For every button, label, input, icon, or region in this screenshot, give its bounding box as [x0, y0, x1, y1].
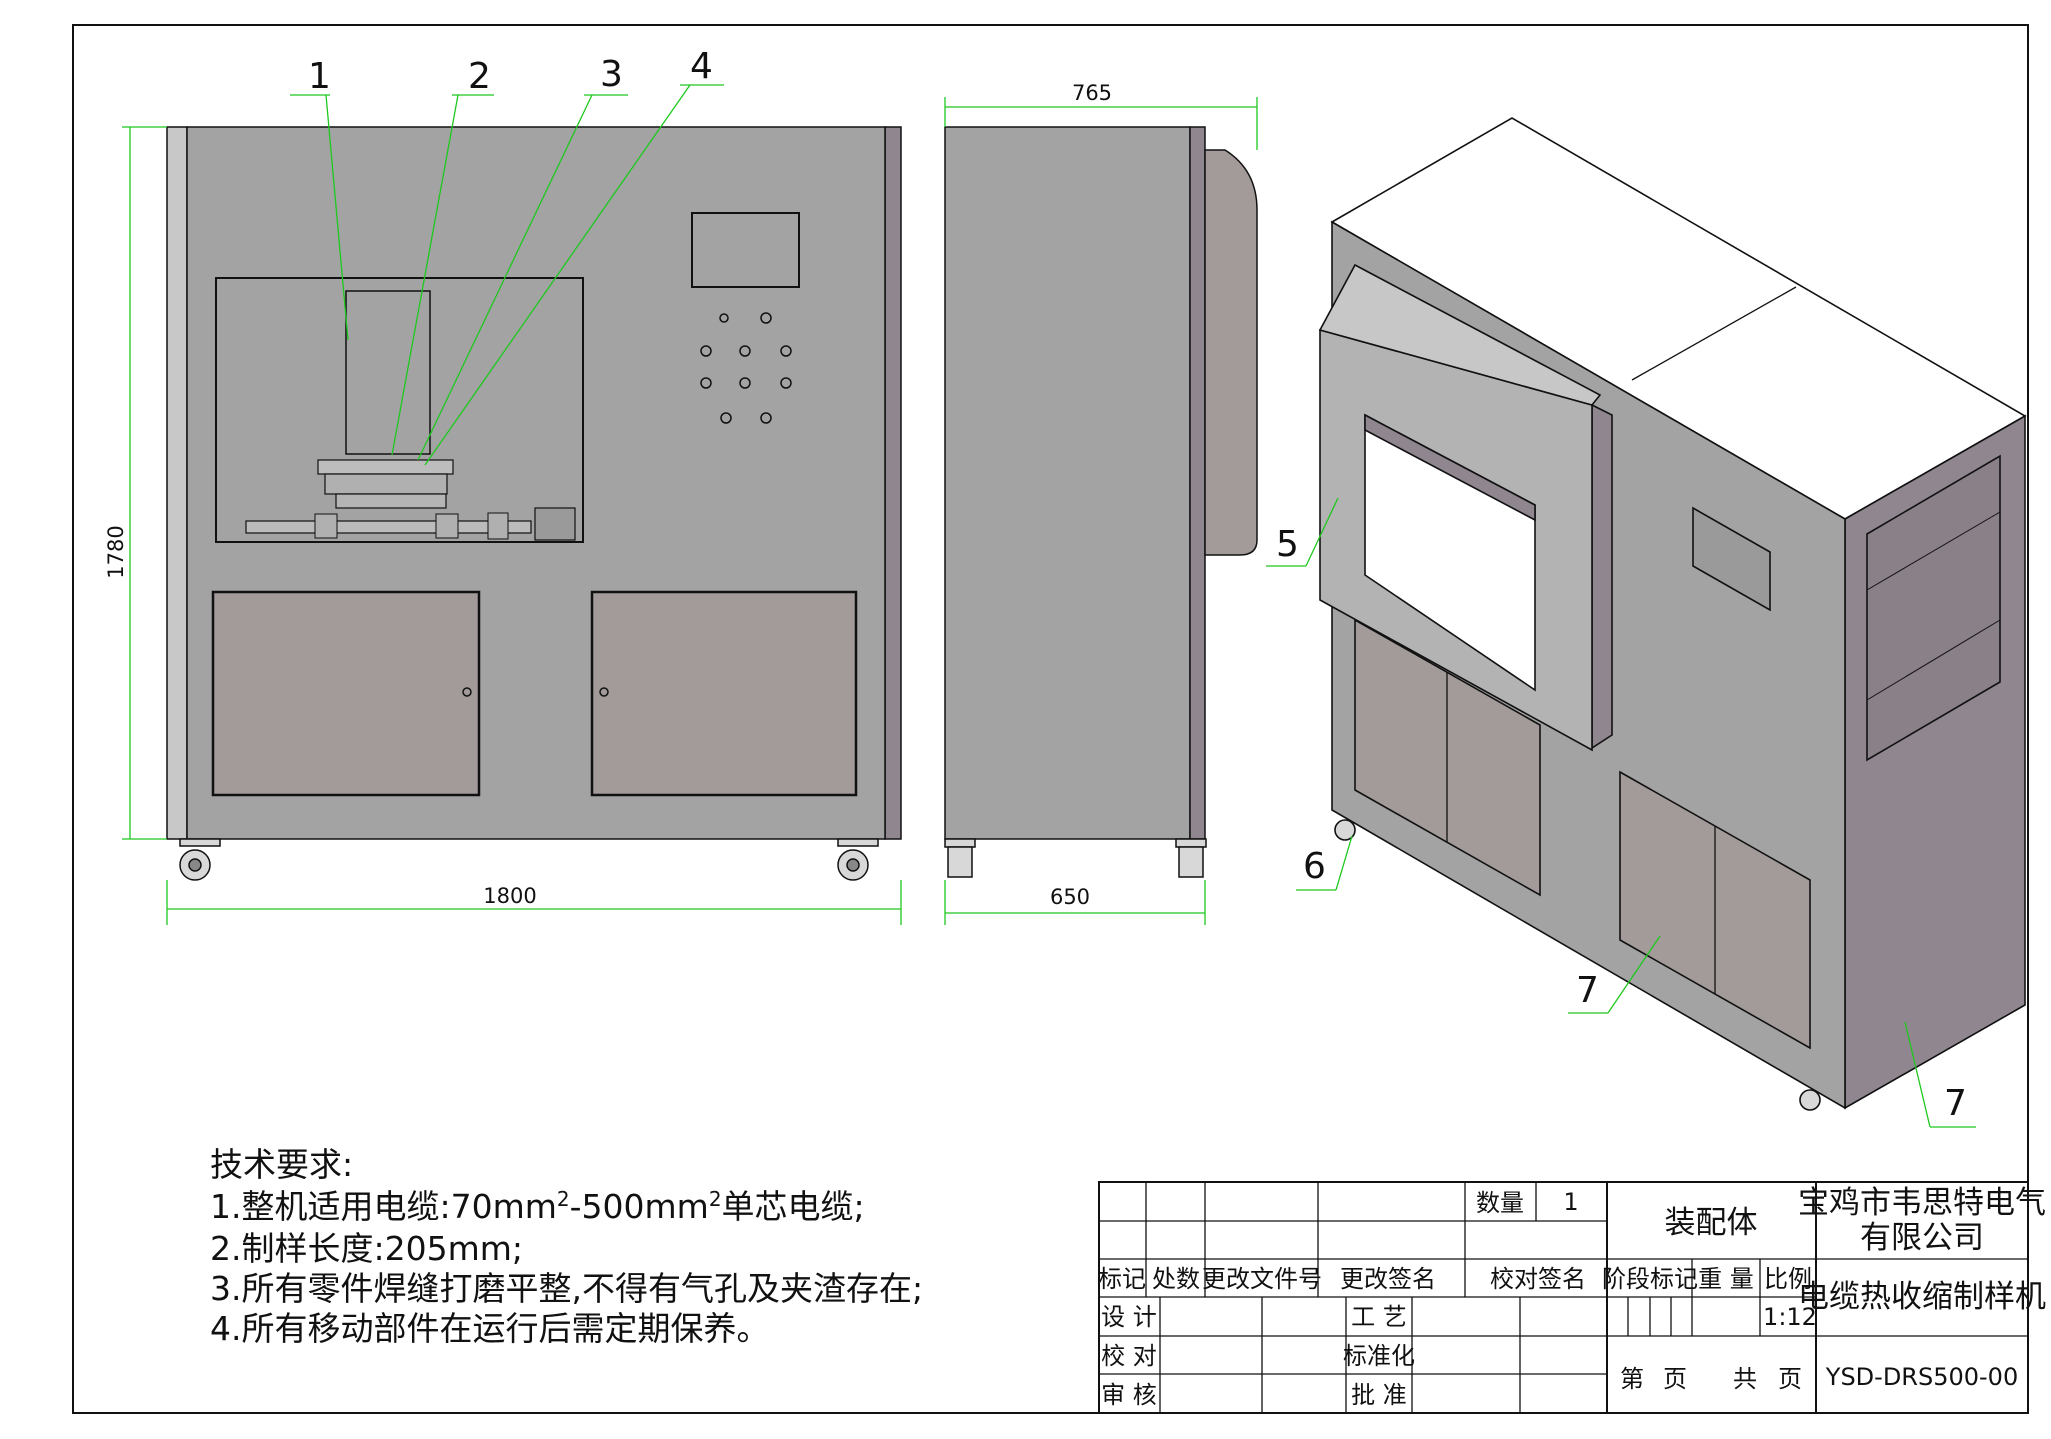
button: [719, 313, 729, 323]
tech-title: 技术要求:: [210, 1145, 353, 1184]
bearing-left: [314, 513, 338, 539]
tb-process: 工 艺: [1351, 1303, 1407, 1331]
dimension-depth-bottom-label: 650: [1050, 885, 1090, 909]
tech-item-1: 1.整机适用电缆:70mm2-500mm2单芯电缆;: [210, 1187, 865, 1226]
bracket-right: [487, 512, 509, 540]
tb-col-weight: 重 量: [1698, 1265, 1754, 1293]
callout-4: 4: [690, 46, 713, 87]
side-main-panel: [944, 126, 1191, 840]
door-knob: [462, 687, 472, 697]
side-view: 765 650: [944, 81, 1258, 925]
callout-3: 3: [600, 54, 623, 95]
iso-hood-top: [1318, 263, 1602, 406]
tb-company-line1: 宝鸡市韦思特电气: [1798, 1185, 2046, 1221]
caster-right: [837, 838, 879, 881]
tb-total-page: 页: [1778, 1365, 1802, 1393]
side-dimension-lines: [944, 97, 1258, 925]
side-caster-left: [944, 838, 976, 878]
callout-leaders-front: [290, 84, 724, 466]
clamp-base: [324, 473, 448, 495]
tech-item-3: 3.所有零件焊缝打磨平整,不得有气孔及夹渣存在;: [210, 1269, 923, 1308]
callout-6: 6: [1303, 846, 1326, 887]
bearing-right: [435, 513, 459, 539]
callout-1: 1: [308, 56, 331, 97]
tb-product-name: 电缆热收缩制样机: [1798, 1279, 2046, 1315]
tb-check: 校 对: [1101, 1342, 1157, 1370]
front-dimension-lines: [122, 126, 902, 925]
motor: [534, 507, 576, 541]
button: [739, 377, 751, 389]
heater-block: [345, 290, 431, 455]
iso-display: [1692, 506, 1771, 612]
tb-total: 共: [1733, 1365, 1757, 1393]
tb-drawing-no: YSD-DRS500-00: [1825, 1363, 2018, 1391]
control-buttons: [700, 312, 792, 424]
title-block: 数量 1 装配体 宝鸡市韦思特电气 有限公司 标记 处数 更改文件号 更改签名 …: [1098, 1181, 2046, 1414]
tb-col-mark: 标记: [1098, 1265, 1146, 1293]
front-display-screen: [691, 212, 800, 288]
callout-7-front: 7: [1576, 970, 1599, 1011]
clamp-assembly: [317, 459, 454, 475]
callout-7-side: 7: [1944, 1083, 1967, 1124]
technical-requirements: 技术要求: 1.整机适用电缆:70mm2-500mm2单芯电缆; 2.制样长度:…: [210, 1145, 923, 1348]
tb-qty-label: 数量: [1476, 1189, 1524, 1217]
iso-hood-window-inner: [1364, 413, 1536, 522]
tb-review: 审 核: [1101, 1381, 1157, 1409]
tb-standardize: 标准化: [1343, 1342, 1415, 1370]
tech-item-4: 4.所有移动部件在运行后需定期保养。: [210, 1309, 770, 1348]
caster-left: [179, 838, 221, 881]
tb-col-scale: 比例: [1764, 1265, 1812, 1293]
tb-col-check-sign: 校对签名: [1490, 1265, 1586, 1293]
callout-2: 2: [468, 56, 491, 97]
tech-item-2: 2.制样长度:205mm;: [210, 1229, 523, 1268]
button: [780, 345, 792, 357]
tb-scale-value: 1:12: [1763, 1303, 1817, 1331]
tb-col-stage: 阶段标记: [1602, 1265, 1698, 1293]
isometric-view: [1318, 117, 2027, 1111]
button: [700, 345, 712, 357]
tb-design: 设 计: [1101, 1303, 1157, 1331]
button: [760, 412, 772, 424]
iso-caster: [1799, 1089, 1821, 1111]
tb-sheet-no: 第: [1620, 1365, 1644, 1393]
title-block-grid: [1098, 1181, 2029, 1414]
iso-hood-side: [1591, 403, 1613, 750]
side-hood-profile: [1204, 149, 1258, 556]
button: [760, 312, 772, 324]
dimension-width-label: 1800: [483, 884, 536, 908]
callout-5: 5: [1276, 524, 1299, 565]
tb-approve: 批 准: [1351, 1381, 1407, 1409]
front-door-right: [590, 590, 858, 797]
door-knob: [599, 687, 609, 697]
front-left-pillar: [166, 126, 188, 840]
front-door-left: [211, 590, 481, 797]
button: [720, 412, 732, 424]
side-rear-pillar: [1189, 126, 1206, 840]
button: [780, 377, 792, 389]
callout-leaders-iso: [1266, 497, 1976, 1128]
drawing-border: [72, 24, 2029, 1414]
button: [739, 345, 751, 357]
side-caster-right: [1175, 838, 1207, 878]
front-view: 1800 1780 1 2 3 4: [104, 46, 902, 925]
iso-caster: [1334, 819, 1356, 841]
carriage: [335, 493, 447, 509]
tb-col-change-sign: 更改签名: [1340, 1265, 1436, 1293]
tb-col-change-doc: 更改文件号: [1202, 1265, 1322, 1293]
tb-assembly: 装配体: [1665, 1205, 1758, 1241]
button: [700, 377, 712, 389]
tb-col-count: 处数: [1152, 1265, 1200, 1293]
tb-company-line2: 有限公司: [1860, 1220, 1984, 1256]
front-right-pillar: [884, 126, 902, 840]
dimension-height-label: 1780: [104, 525, 128, 578]
dimension-depth-top-label: 765: [1072, 81, 1112, 105]
tb-sheet-page: 页: [1663, 1365, 1687, 1393]
tb-qty-value: 1: [1563, 1188, 1578, 1216]
